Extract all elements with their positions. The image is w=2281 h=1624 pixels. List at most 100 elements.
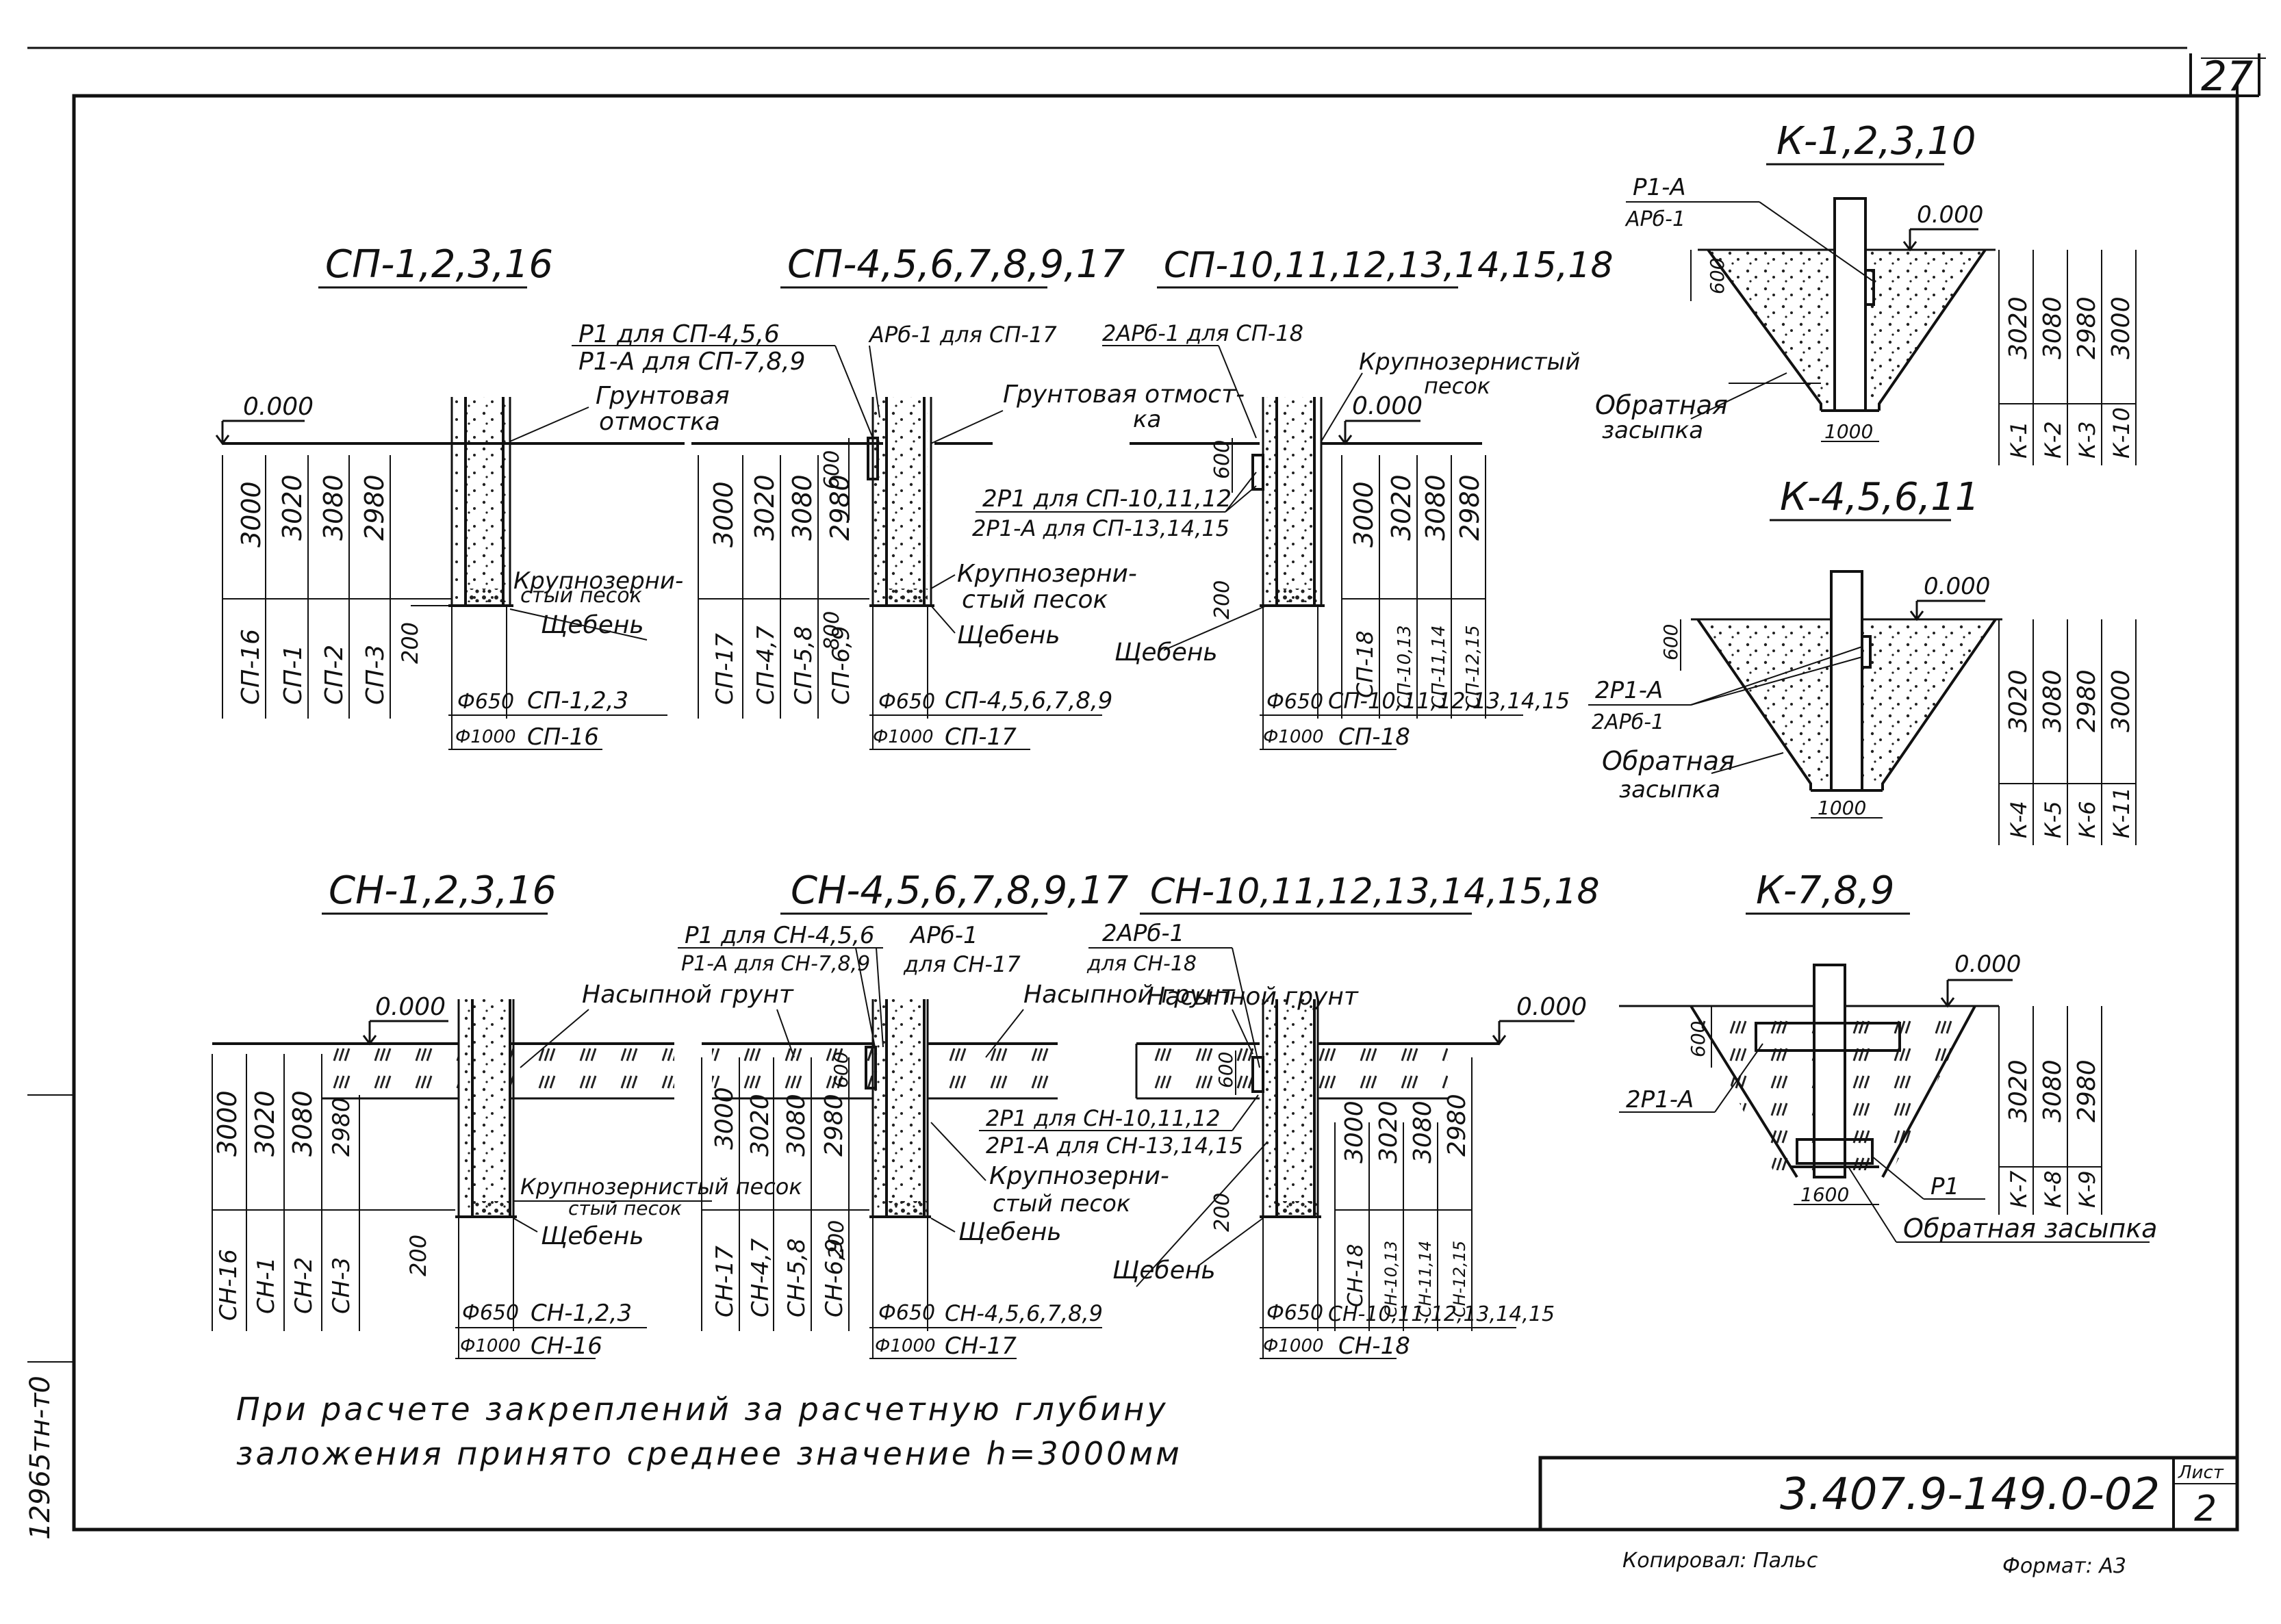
label-sand: Крупнозерни-	[513, 567, 683, 595]
label-sand-2: стый песок	[962, 586, 1108, 614]
label-r1: Р1 для СН-4,5,6	[685, 922, 875, 949]
dim-3020: 3020	[746, 1094, 774, 1157]
diameter-650-use: СН-10,11,12,13,14,15	[1328, 1302, 1555, 1326]
col-label: СП-5,8	[790, 626, 817, 705]
sheet-frame	[27, 47, 2266, 1532]
label-soil-blind-area-2: отмостка	[599, 408, 720, 436]
ground-level-mark: 0.000	[1924, 573, 1990, 600]
label-sand-2: стый песок	[520, 584, 642, 608]
dim-1000: 1000	[1824, 420, 1873, 443]
label-soil-blind-area: Грунтовая	[596, 382, 730, 410]
dim-2980: 2980	[820, 1094, 848, 1157]
dim-3020: 3020	[250, 1090, 280, 1157]
col-label: СП-6,9	[828, 626, 855, 705]
col-label: СН-4,7	[747, 1238, 774, 1317]
label-arb-2: для СН-17	[903, 951, 1021, 977]
label-sand-2: песок	[1424, 373, 1491, 399]
label-sand: Крупнозернистый	[1359, 348, 1580, 376]
label-sand-2: стый песок	[568, 1197, 682, 1220]
detail-k-1-2-3-10: К-1,2,3,10 0.000 Р1-А АРб-1 Обратная зас…	[1595, 119, 2137, 465]
document-code: 3.407.9-149.0-02	[1780, 1469, 2160, 1520]
col-label: СП-12,15	[1463, 625, 1483, 708]
dim-1600: 1600	[1800, 1183, 1849, 1206]
col-label: СН-6,9	[821, 1238, 848, 1317]
col-label: К-7	[2006, 1170, 2032, 1208]
dim-k: 3000	[2107, 296, 2135, 359]
copied-by: Копировал: Пальс	[1622, 1549, 1818, 1573]
dim-200: 200	[825, 1220, 849, 1259]
dim-3000: 3000	[1340, 1100, 1368, 1163]
col-label: СП-16	[237, 629, 265, 705]
diameter-650: Ф650	[1266, 690, 1323, 714]
detail-title: СН-1,2,3,16	[329, 868, 557, 913]
detail-title: К-7,8,9	[1756, 868, 1894, 913]
col-label: К-10	[2108, 407, 2135, 459]
dim-200: 200	[405, 1235, 431, 1276]
diameter-1000: Ф1000	[875, 1336, 936, 1356]
label-arb-2: для СН-18	[1086, 952, 1197, 976]
detail-sn-10-15-18: СН-10,11,12,13,14,15,18 2АРб-1 для СН-18…	[979, 871, 1600, 1360]
dim-3000: 3000	[236, 481, 266, 547]
label-fill-soil: Насыпной грунт	[1023, 981, 1236, 1009]
col-label: СП-11,14	[1429, 625, 1449, 708]
ground-level-mark: 0.000	[243, 393, 314, 421]
dim-3020: 3020	[1386, 474, 1416, 541]
diameter-1000: Ф1000	[873, 727, 934, 747]
page-number: 27	[2201, 53, 2253, 101]
detail-title: СП-4,5,6,7,8,9,17	[787, 242, 1125, 287]
dim-600: 600	[1214, 1052, 1237, 1088]
dim-200: 200	[1210, 1193, 1234, 1232]
label-2r1a: 2Р1-А	[1626, 1086, 1694, 1113]
dim-3000: 3000	[1349, 481, 1379, 547]
detail-title: СН-4,5,6,7,8,9,17	[791, 868, 1129, 913]
label-gravel: Щебень	[1114, 639, 1218, 667]
col-label: К-8	[2040, 1170, 2066, 1208]
detail-sp-10-15-18: СП-10,11,12,13,14,15,18 2АРб-1 для СП-18…	[972, 245, 1614, 751]
dim-3080: 3080	[1409, 1100, 1437, 1163]
sheet-number: 2	[2194, 1488, 2217, 1530]
label-gravel: Щебень	[958, 1218, 1062, 1246]
label-backfill-2: засыпка	[1602, 417, 1703, 444]
diameter-1000-use: СН-16	[531, 1332, 602, 1360]
col-label: СП-2	[320, 645, 348, 705]
label-arb: 2АРб-1	[1102, 920, 1184, 947]
detail-sn-1-2-3-16: СН-1,2,3,16 0.000 Насыпной грунт 3000 30…	[212, 868, 802, 1360]
dim-2980: 2980	[1455, 474, 1485, 541]
dim-k: 3020	[2004, 296, 2032, 359]
dim-600: 600	[1210, 440, 1234, 479]
detail-k-7-8-9: К-7,8,9 0.000 2Р1-А Р1 1600 Обратная зас…	[1619, 868, 2157, 1243]
col-label: К-11	[2108, 787, 2135, 838]
dim-3000: 3000	[711, 1087, 739, 1150]
ground-level-mark: 0.000	[375, 993, 446, 1021]
dim-3080: 3080	[787, 474, 817, 541]
label-r1: Р1 для СП-4,5,6	[578, 320, 780, 348]
ground-level-mark: 0.000	[1954, 951, 2021, 978]
detail-title: СН-10,11,12,13,14,15,18	[1150, 871, 1600, 912]
col-label: К-2	[2040, 421, 2066, 459]
col-label: СН-2	[290, 1257, 318, 1314]
sheet-label: Лист	[2178, 1462, 2224, 1483]
ground-level-mark: 0.000	[1352, 392, 1423, 420]
dim-2980: 2980	[825, 474, 855, 541]
note-line-2: заложения принято среднее значение h=300…	[236, 1435, 1182, 1472]
label-gravel: Щебень	[957, 621, 1060, 649]
dim-k: 3020	[2004, 669, 2032, 732]
col-label: К-6	[2074, 801, 2100, 838]
col-label: К-9	[2074, 1170, 2100, 1208]
diameter-650: Ф650	[878, 1301, 935, 1325]
dim-k: 3020	[2004, 1059, 2032, 1122]
col-label: СН-17	[711, 1246, 739, 1317]
col-label: СП-1	[279, 645, 307, 705]
diameter-650: Ф650	[457, 690, 514, 714]
dim-3020: 3020	[277, 474, 307, 541]
col-label: СП-17	[711, 633, 739, 705]
label-backfill: Обратная	[1595, 390, 1728, 420]
dim-200: 200	[1210, 580, 1234, 619]
label-arb: 2АРб-1 для СП-18	[1102, 320, 1303, 346]
label-r1a: Р1-А	[1633, 174, 1686, 201]
col-label: К-1	[2006, 421, 2032, 459]
diameter-650-use: СН-4,5,6,7,8,9	[945, 1300, 1103, 1326]
label-fill-soil: Насыпной грунт	[582, 981, 794, 1009]
diameter-650-use: СП-1,2,3	[527, 687, 628, 714]
label-arb: АРб-1 для СП-17	[868, 322, 1057, 348]
